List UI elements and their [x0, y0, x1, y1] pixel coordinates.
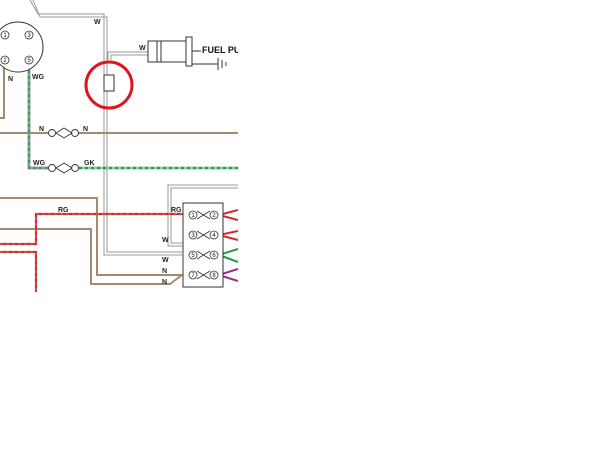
- gauge-pin-2-label: 2: [3, 58, 7, 64]
- wire-rg: [0, 212, 189, 292]
- label-n-block1: N: [162, 268, 167, 275]
- wire-w-block: [167, 184, 238, 247]
- label-w-block2: W: [162, 257, 169, 264]
- gauge-pin-5: [24, 55, 34, 65]
- terminal-pin-2: 2: [212, 213, 216, 219]
- terminal-pin-8: 8: [212, 273, 216, 279]
- fuel-pump-symbol: [147, 36, 227, 70]
- label-n-meter: N: [8, 76, 13, 83]
- terminal-pin-4: 4: [212, 233, 216, 239]
- fuel-pump-label: FUEL PU: [202, 45, 240, 55]
- wire-n: [0, 62, 238, 285]
- gauge-pin-5-label: 5: [27, 58, 31, 64]
- gauge-pin-3: [24, 30, 34, 40]
- terminal-block: 1 2 3 4 5 6 7 8: [182, 202, 224, 288]
- label-rg-left: RG: [58, 207, 69, 214]
- gauge-connector: 1 3 2 5: [0, 21, 44, 73]
- label-gk: GK: [84, 160, 95, 167]
- wire-wg: [27, 64, 52, 170]
- wire-w-top: [29, 0, 182, 256]
- label-wg-connector: WG: [33, 160, 46, 167]
- gauge-pin-3-label: 3: [27, 33, 31, 39]
- label-w-block: W: [162, 237, 169, 244]
- bullet-connector-gk: [48, 162, 79, 174]
- gauge-pin-2: [0, 55, 10, 65]
- gauge-pin-1-label: 1: [3, 33, 7, 39]
- inline-fuse: [103, 74, 115, 92]
- bullet-connector-n: [48, 127, 79, 139]
- label-n-block2: N: [162, 279, 167, 286]
- wire-w-pump: [107, 51, 148, 60]
- label-n-left: N: [39, 126, 44, 133]
- highlight-circle: [84, 60, 134, 110]
- terminal-pin-6: 6: [212, 253, 216, 259]
- terminal-pin-1: 1: [191, 213, 195, 219]
- terminal-pin-7: 7: [191, 273, 195, 279]
- terminal-pin-3: 3: [191, 233, 195, 239]
- label-w-pump: W: [139, 45, 146, 52]
- label-rg-right: RG: [171, 207, 182, 214]
- label-w-top: W: [94, 19, 101, 26]
- label-wg: WG: [32, 74, 45, 81]
- gauge-pin-1: [0, 30, 10, 40]
- label-n-right: N: [83, 126, 88, 133]
- terminal-pin-5: 5: [191, 253, 195, 259]
